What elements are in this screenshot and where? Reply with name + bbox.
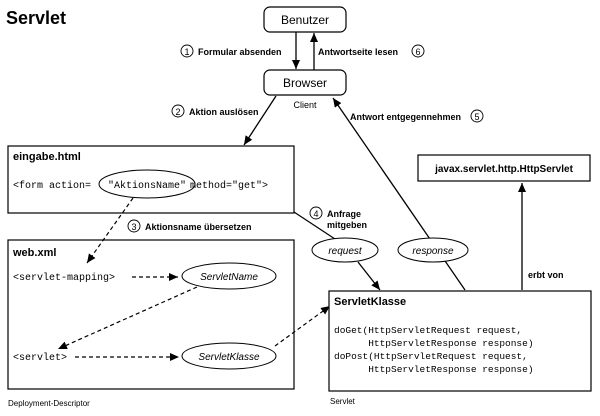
aktionsname-text: "AktionsName"	[108, 180, 186, 192]
eingabe-html-title: eingabe.html	[13, 151, 81, 163]
response-text: response	[412, 246, 454, 257]
step-2-circle	[171, 104, 185, 118]
step-4-label: Anfrage	[327, 209, 361, 219]
client-label: Client	[293, 100, 317, 110]
step-5-number: 5	[474, 112, 479, 122]
step-4-circle	[309, 206, 323, 220]
step-3-label: Aktionsname übersetzen	[145, 222, 252, 232]
step-6-label: Antwortseite lesen	[318, 47, 398, 57]
step-3-number: 3	[131, 222, 136, 232]
step-2-label: Aktion auslösen	[189, 107, 259, 117]
servlet-tag: <servlet>	[13, 352, 67, 364]
deployment-descriptor-label: Deployment-Descriptor	[8, 399, 90, 408]
eingabe-html-box	[7, 145, 295, 214]
step-1-circle	[180, 44, 194, 58]
request-oval	[311, 237, 379, 263]
code-line-4: HttpServletResponse response)	[334, 364, 534, 375]
browser-box	[263, 69, 347, 96]
step-5-circle	[470, 109, 484, 123]
web-xml-title: web.xml	[12, 247, 56, 259]
response-oval	[397, 237, 469, 263]
browser-label: Browser	[283, 76, 327, 90]
arrow-servletname-to-servlet	[57, 286, 198, 350]
step-6-number: 6	[415, 47, 420, 57]
arrow-aktionsname-to-mapping	[86, 197, 134, 264]
arrow-request-to-servlet	[357, 261, 381, 291]
httpservlet-box	[417, 154, 591, 182]
httpservlet-label: javax.servlet.http.HttpServlet	[434, 164, 573, 175]
form-tag-prefix: <form action=	[13, 180, 91, 192]
servletklasse-oval	[181, 342, 277, 370]
step-4-label-line2: mitgeben	[327, 220, 367, 230]
page-title: Servlet	[6, 8, 66, 28]
step-1-label: Formular absenden	[198, 47, 282, 57]
servletklasse-title: ServletKlasse	[334, 296, 406, 308]
code-line-2: HttpServletResponse response)	[334, 338, 534, 349]
benutzer-box	[263, 6, 347, 33]
servlet-label: Servlet	[330, 397, 356, 406]
servletname-oval	[181, 262, 277, 290]
arrow-servletklasse-to-class	[274, 305, 331, 347]
arrow-aktion-ausloesen	[243, 95, 277, 146]
step-2-number: 2	[175, 107, 180, 117]
servletklasse-oval-text: ServletKlasse	[198, 352, 260, 363]
code-line-3: doPost(HttpServletRequest request,	[334, 351, 528, 362]
step-4-number: 4	[313, 209, 318, 219]
request-text: request	[328, 246, 363, 257]
erbt-von-label: erbt von	[528, 270, 564, 280]
step-1-number: 1	[184, 47, 189, 57]
form-tag-suffix: method="get">	[190, 180, 268, 192]
step-3-circle	[127, 219, 141, 233]
step-6-circle	[411, 44, 425, 58]
servletname-text: ServletName	[200, 272, 258, 283]
servletklasse-box	[328, 290, 592, 392]
step-5-label: Antwort entgegennehmen	[350, 112, 461, 122]
servlet-mapping-tag: <servlet-mapping>	[13, 272, 115, 284]
benutzer-label: Benutzer	[281, 13, 329, 27]
line-eingabe-to-request	[293, 211, 336, 240]
aktionsname-oval	[98, 169, 196, 199]
code-line-1: doGet(HttpServletRequest request,	[334, 325, 522, 336]
